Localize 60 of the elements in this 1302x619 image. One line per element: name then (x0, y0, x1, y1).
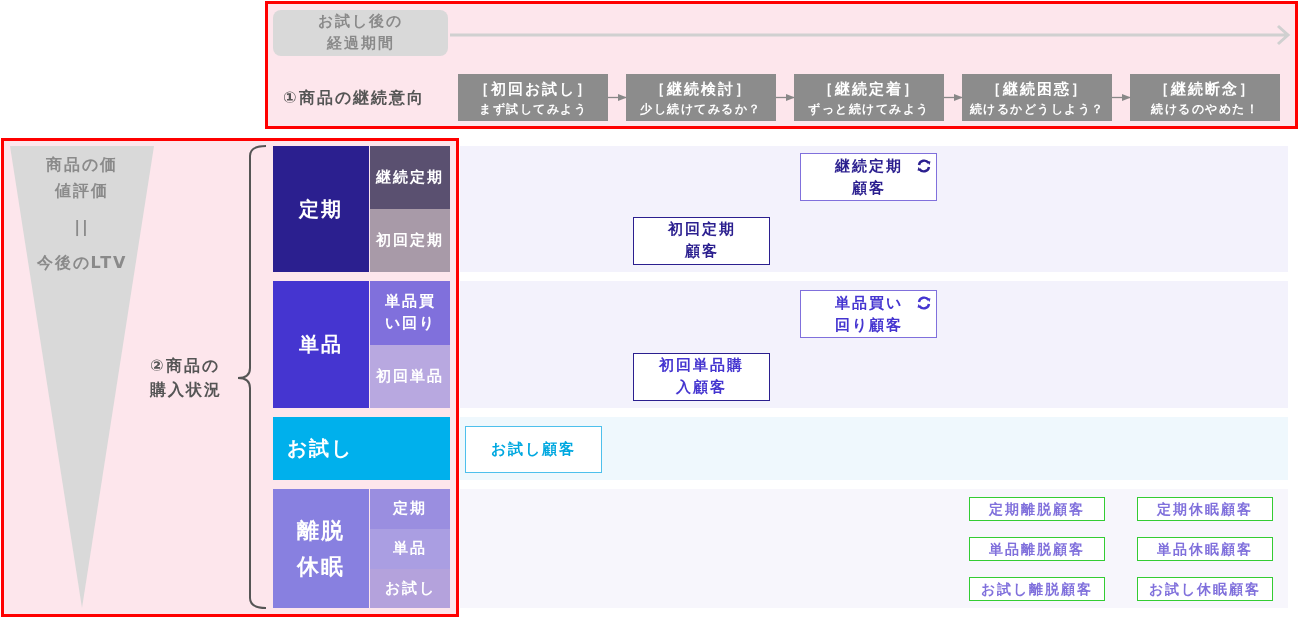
box-text: 初回定期顧客 (666, 219, 737, 262)
stage-title: ［継続困惑］ (986, 78, 1088, 100)
stage-box (1130, 74, 1280, 121)
funnel-text: || (73, 216, 91, 238)
stage-box (962, 74, 1112, 121)
customer-box: 定期離脱顧客 (969, 497, 1105, 521)
customer-label: 単品買い回り顧客 (833, 293, 904, 336)
row-band (460, 146, 1288, 272)
customer-box: 単品離脱顧客 (969, 537, 1105, 561)
arrow (1111, 93, 1131, 102)
customer-box (633, 217, 770, 265)
customer-box: お試し休眠顧客 (1137, 577, 1273, 601)
row-band (460, 281, 1288, 408)
customer-box (800, 153, 937, 201)
category-cell: 定期 (370, 489, 450, 529)
stage-title: ［継続検討］ (650, 78, 752, 100)
category-cell: 初回定期 (370, 209, 450, 272)
row-band (460, 489, 1288, 608)
panel (1, 138, 459, 617)
customer-box: 単品休眠顧客 (1137, 537, 1273, 561)
arrow (775, 93, 795, 102)
customer-box (800, 290, 937, 338)
customer-box: お試し顧客 (465, 426, 602, 473)
customer-box (633, 353, 770, 401)
category-cell: 継続定期 (370, 146, 450, 209)
stage-title: ［初回お試し］ (473, 78, 593, 100)
stage-title: ［継続定着］ (818, 78, 920, 100)
box-text: 初回単品購入顧客 (658, 355, 745, 398)
category-cell (370, 281, 450, 345)
stage-subtitle: 続けるのやめた！ (1151, 100, 1259, 118)
heading-label: ②商品の購入状況 (150, 355, 223, 401)
category-cell: 初回単品 (370, 345, 450, 408)
panel (265, 1, 1298, 129)
stage-box (458, 74, 608, 121)
heading-label: ①商品の継続意向 (283, 87, 426, 109)
stage-title: ［継続断念］ (1154, 78, 1256, 100)
stage-subtitle: ずっと続けてみよう (808, 100, 930, 118)
box-text: 離脱休眠 (295, 517, 346, 581)
stage-subtitle: 続けるかどうしよう？ (969, 100, 1105, 118)
category-block: 定期 (273, 146, 369, 272)
category-cell: お試し (370, 569, 450, 608)
row-band (460, 417, 1288, 480)
customer-box: お試し離脱顧客 (969, 577, 1105, 601)
period-box (273, 10, 448, 56)
funnel-text: 今後のLTV (35, 252, 129, 274)
customer-box: 定期休眠顧客 (1137, 497, 1273, 521)
box-text: 単品買い回り (383, 291, 437, 334)
arrow (943, 93, 963, 102)
stage-box (626, 74, 776, 121)
stage-subtitle: 少し続けてみるか？ (640, 100, 762, 118)
stage-box (794, 74, 944, 121)
stage-subtitle: まず試してみよう (479, 100, 587, 118)
funnel-text: 商品の価値評価 (45, 154, 119, 202)
arrow (607, 93, 627, 102)
box-text: お試し後の経過期間 (317, 11, 404, 54)
category-block: お試し (273, 417, 450, 480)
category-block: 単品 (273, 281, 369, 408)
customer-label: 継続定期顧客 (833, 156, 904, 199)
category-block (273, 489, 369, 608)
category-cell: 単品 (370, 529, 450, 569)
